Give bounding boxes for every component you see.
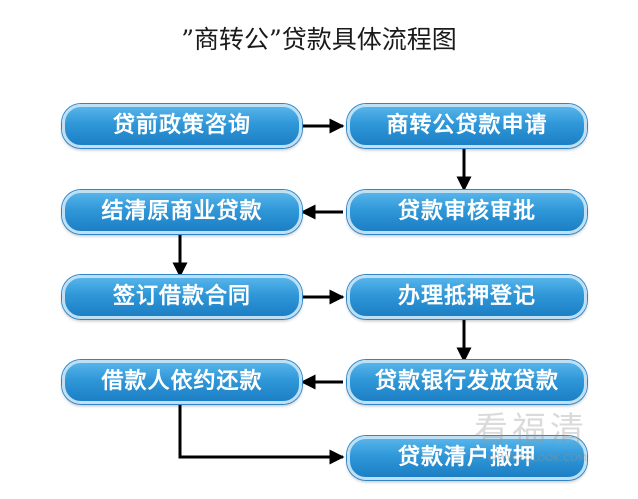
step-policy-consult: 贷前政策咨询 xyxy=(62,104,302,148)
step-clear: 贷款清户撤押 xyxy=(347,436,587,480)
step-review: 贷款审核审批 xyxy=(347,190,587,234)
step-disburse: 贷款银行发放贷款 xyxy=(347,360,587,404)
arrow-repay-to-clear xyxy=(178,403,345,465)
step-settle: 结清原商业贷款 xyxy=(62,190,302,234)
step-mortgage: 办理抵押登记 xyxy=(347,275,587,319)
step-sign: 签订借款合同 xyxy=(62,275,302,319)
watermark-url: WWW.FQLOOK.COM xyxy=(487,453,587,464)
watermark-logo: 看福清 xyxy=(474,410,588,450)
diagram-title: ”商转公”贷款具体流程图 xyxy=(181,25,457,54)
step-repay: 借款人依约还款 xyxy=(62,360,302,404)
step-apply: 商转公贷款申请 xyxy=(347,104,587,148)
